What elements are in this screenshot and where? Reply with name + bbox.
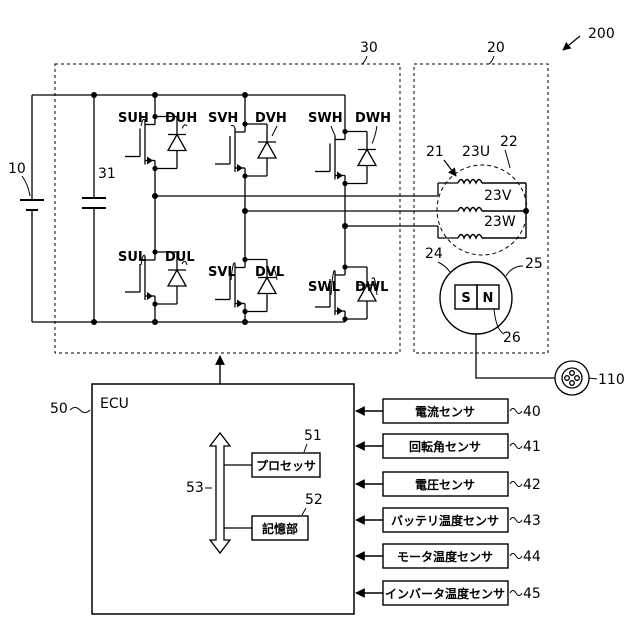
inverter-boundary — [55, 64, 400, 353]
sensor-label: モータ温度センサ — [397, 549, 493, 564]
sensor-ref: 43 — [523, 513, 541, 529]
diode-label-dul: DUL — [165, 250, 195, 265]
ecu-title: ECU — [100, 396, 129, 412]
internal-bus — [210, 433, 230, 553]
phase-leg-1: SVHDVHSVLDVL — [208, 95, 287, 322]
sensor-label: バッテリ温度センサ — [391, 513, 499, 528]
rotor-outline-ref: 25 — [525, 256, 543, 272]
v-coil-label: 23V — [484, 188, 512, 204]
u-coil-label: 23U — [462, 144, 490, 160]
motor-unit-ref: 20 — [487, 40, 505, 56]
battery-ref: 10 — [8, 161, 26, 177]
coil-boundary-ref: 22 — [500, 134, 518, 150]
sensor-label: インバータ温度センサ — [385, 586, 505, 601]
sensor-list: 電流センサ 40 回転角センサ 41 電圧センサ 42 バッテリ温度センサ 43 モータ温度セン… — [356, 399, 541, 605]
phase-leg-0: SUH DUH SUL DUL — [118, 95, 197, 322]
south-pole-label: S — [461, 291, 470, 306]
north-pole-label: N — [483, 291, 494, 306]
bus-ref: 53 — [186, 480, 204, 496]
diode-label-duh: DUH — [165, 111, 197, 126]
sensor-row: インバータ温度センサ 45 — [356, 581, 541, 605]
sensor-ref: 45 — [523, 586, 541, 602]
rail-junctions — [91, 92, 248, 325]
processor-label: プロセッサ — [256, 458, 316, 473]
wheel-icon — [555, 361, 589, 395]
wheel-ref: 110 — [598, 372, 625, 388]
sensor-row: モータ温度センサ 44 — [356, 544, 541, 568]
phase-outputs — [155, 183, 458, 238]
sensor-label: 電圧センサ — [415, 478, 475, 492]
ecu-ref: 50 — [50, 401, 68, 417]
sensor-ref: 42 — [523, 477, 541, 493]
switch-label-swh: SWH — [308, 111, 343, 126]
sensor-ref: 40 — [523, 404, 541, 420]
sensor-row: 回転角センサ 41 — [356, 434, 541, 458]
sensor-ref: 44 — [523, 549, 541, 565]
sensor-row: 電圧センサ 42 — [356, 472, 541, 496]
sensor-ref: 41 — [523, 439, 541, 455]
diode-label-dwl: DWL — [355, 280, 388, 295]
phase-leg-2: SWH DWH SWL DWL — [308, 95, 391, 322]
sensor-label: 回転角センサ — [409, 439, 481, 454]
capacitor — [82, 95, 106, 322]
switch-label-suh: SUH — [118, 111, 149, 126]
svg-text:200: 200 — [588, 26, 615, 42]
inverter-ref: 30 — [360, 40, 378, 56]
sensor-row: バッテリ温度センサ 43 — [356, 508, 541, 532]
switch-label-sul: SUL — [118, 250, 146, 265]
phase-legs: SUHDUHSULDULSVHDVHSVLDVLSWHDWHSWLDWL — [118, 95, 391, 322]
memory-ref: 52 — [305, 492, 323, 508]
diode-label-dwh: DWH — [355, 111, 391, 126]
diode-label-dvh: DVH — [255, 111, 287, 126]
memory-label: 記憶部 — [262, 521, 298, 536]
system-ref: 200 — [563, 26, 615, 50]
diode-label-dvl: DVL — [255, 265, 284, 280]
processor-ref: 51 — [304, 428, 322, 444]
w-coil-label: 23W — [484, 214, 516, 230]
rotor — [440, 262, 512, 334]
sensor-label: 電流センサ — [415, 404, 475, 419]
magnet-ref: 26 — [503, 330, 521, 346]
coil-group-ref: 21 — [426, 144, 444, 160]
switch-label-svh: SVH — [208, 111, 238, 126]
sensor-row: 電流センサ 40 — [356, 399, 541, 423]
capacitor-ref: 31 — [98, 166, 116, 182]
rotor-ref: 24 — [425, 246, 443, 262]
switch-label-swl: SWL — [308, 280, 340, 295]
